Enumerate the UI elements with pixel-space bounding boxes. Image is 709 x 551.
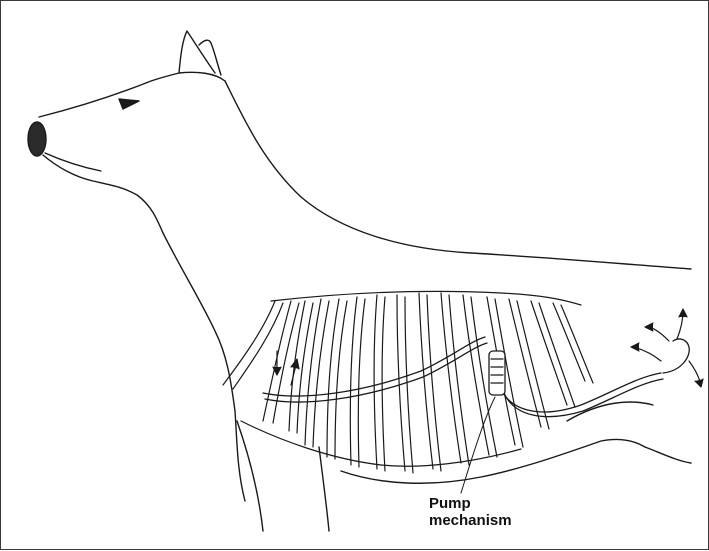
- dog-jaw: [43, 155, 163, 233]
- dog-belly: [341, 439, 645, 483]
- tube-to-hip-b: [505, 379, 663, 417]
- arrow-head: [679, 309, 687, 317]
- rib: [553, 303, 593, 383]
- dog-front-leg: [237, 421, 263, 531]
- sternum: [241, 421, 521, 466]
- rib: [327, 299, 347, 459]
- rib: [263, 301, 299, 423]
- arrow-head: [695, 379, 703, 387]
- rib: [531, 301, 575, 407]
- dog-mouth: [45, 153, 101, 171]
- tube-to-hip: [501, 373, 661, 412]
- pump-device: [489, 351, 505, 395]
- pump-label-line1: Pump: [429, 495, 512, 512]
- rib: [223, 301, 283, 389]
- rib: [350, 297, 365, 467]
- dog-eye: [119, 99, 139, 109]
- dog-ear-back: [199, 40, 221, 75]
- rib: [441, 293, 469, 465]
- pump-mechanism-label: Pump mechanism: [429, 495, 512, 529]
- rib: [397, 295, 413, 473]
- arrow-head: [631, 343, 639, 351]
- outlet-coil: [663, 339, 689, 373]
- pump-label-line2: mechanism: [429, 512, 512, 529]
- dog-outline: [28, 31, 691, 531]
- dog-front-leg-back: [319, 447, 329, 531]
- rib: [305, 299, 329, 447]
- dog-chest: [163, 233, 245, 501]
- dog-hind-leg-lower: [645, 447, 691, 463]
- rib: [419, 293, 441, 471]
- dog-back: [225, 81, 691, 269]
- spine: [271, 291, 581, 305]
- dog-nose: [28, 122, 46, 156]
- dog-head-top: [39, 72, 225, 117]
- dog-ear: [179, 31, 215, 73]
- arrow-head: [645, 323, 653, 331]
- catheter-tube: [263, 337, 689, 417]
